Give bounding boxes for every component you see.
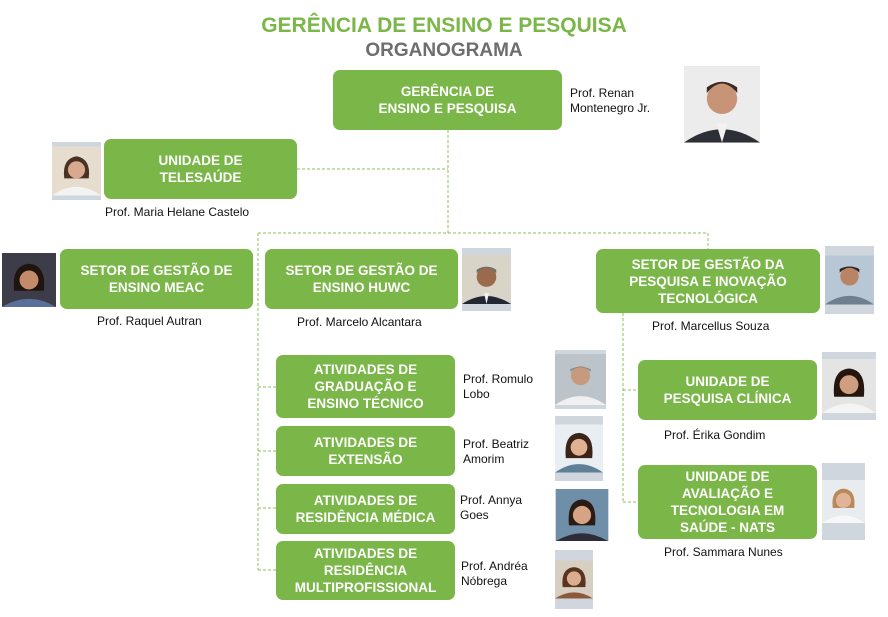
- page-subtitle: ORGANOGRAMA: [365, 40, 523, 61]
- pesquisa-inovacao-person-name: Prof. Marcellus Souza: [652, 319, 770, 333]
- extensao-portrait: [555, 416, 603, 481]
- graduacao-portrait: [555, 350, 606, 409]
- nats-portrait: [822, 463, 865, 540]
- gerencia-person-name: Prof. Renan Montenegro Jr.: [570, 86, 651, 115]
- residencia-multiprofissional-box[interactable]: ATIVIDADES DE RESIDÊNCIA MULTIPROFISSION…: [276, 541, 455, 600]
- extensao-box[interactable]: ATIVIDADES DE EXTENSÃO: [276, 426, 455, 476]
- telessaude-portrait: [52, 142, 101, 200]
- huwc-person-name: Prof. Marcelo Alcantara: [297, 315, 422, 329]
- nats-person-name: Prof. Sammara Nunes: [664, 545, 783, 559]
- telessaude-box[interactable]: UNIDADE DE TELESAÚDE: [104, 139, 297, 199]
- gerencia-box[interactable]: GERÊNCIA DE ENSINO E PESQUISA: [333, 70, 562, 130]
- pesquisa-inovacao-box[interactable]: SETOR DE GESTÃO DA PESQUISA E INOVAÇÃO T…: [596, 249, 820, 313]
- telessaude-person-name: Prof. Maria Helane Castelo: [105, 205, 250, 219]
- residencia-medica-box[interactable]: ATIVIDADES DE RESIDÊNCIA MÉDICA: [276, 484, 455, 534]
- residencia-medica-person-name: Prof. Annya Goes: [460, 493, 523, 522]
- pesquisa-clinica-person-name: Prof. Érika Gondim: [664, 428, 766, 442]
- meac-person-name: Prof. Raquel Autran: [97, 314, 202, 328]
- residencia-multiprofissional-portrait: [555, 550, 593, 609]
- graduacao-person-name: Prof. Romulo Lobo: [463, 372, 534, 401]
- nats-box[interactable]: UNIDADE DE AVALIAÇÃO E TECNOLOGIA EM SAÚ…: [638, 465, 817, 539]
- residencia-multiprofissional-person-name: Prof. Andréa Nóbrega: [461, 559, 528, 588]
- huwc-box[interactable]: SETOR DE GESTÃO DE ENSINO HUWC: [265, 249, 458, 309]
- extensao-person-name: Prof. Beatriz Amorim: [463, 437, 530, 466]
- pesquisa-clinica-box[interactable]: UNIDADE DE PESQUISA CLÍNICA: [638, 360, 817, 420]
- gerencia-portrait: [684, 66, 760, 143]
- huwc-portrait: [462, 248, 511, 311]
- residencia-medica-portrait: [555, 489, 609, 541]
- pesquisa-inovacao-portrait: [825, 246, 874, 314]
- page-title: GERÊNCIA DE ENSINO E PESQUISA: [261, 14, 627, 37]
- pesquisa-clinica-portrait: [822, 352, 876, 420]
- graduacao-box[interactable]: ATIVIDADES DE GRADUAÇÃO E ENSINO TÉCNICO: [276, 355, 455, 418]
- meac-portrait: [2, 253, 56, 307]
- meac-box[interactable]: SETOR DE GESTÃO DE ENSINO MEAC: [60, 249, 253, 309]
